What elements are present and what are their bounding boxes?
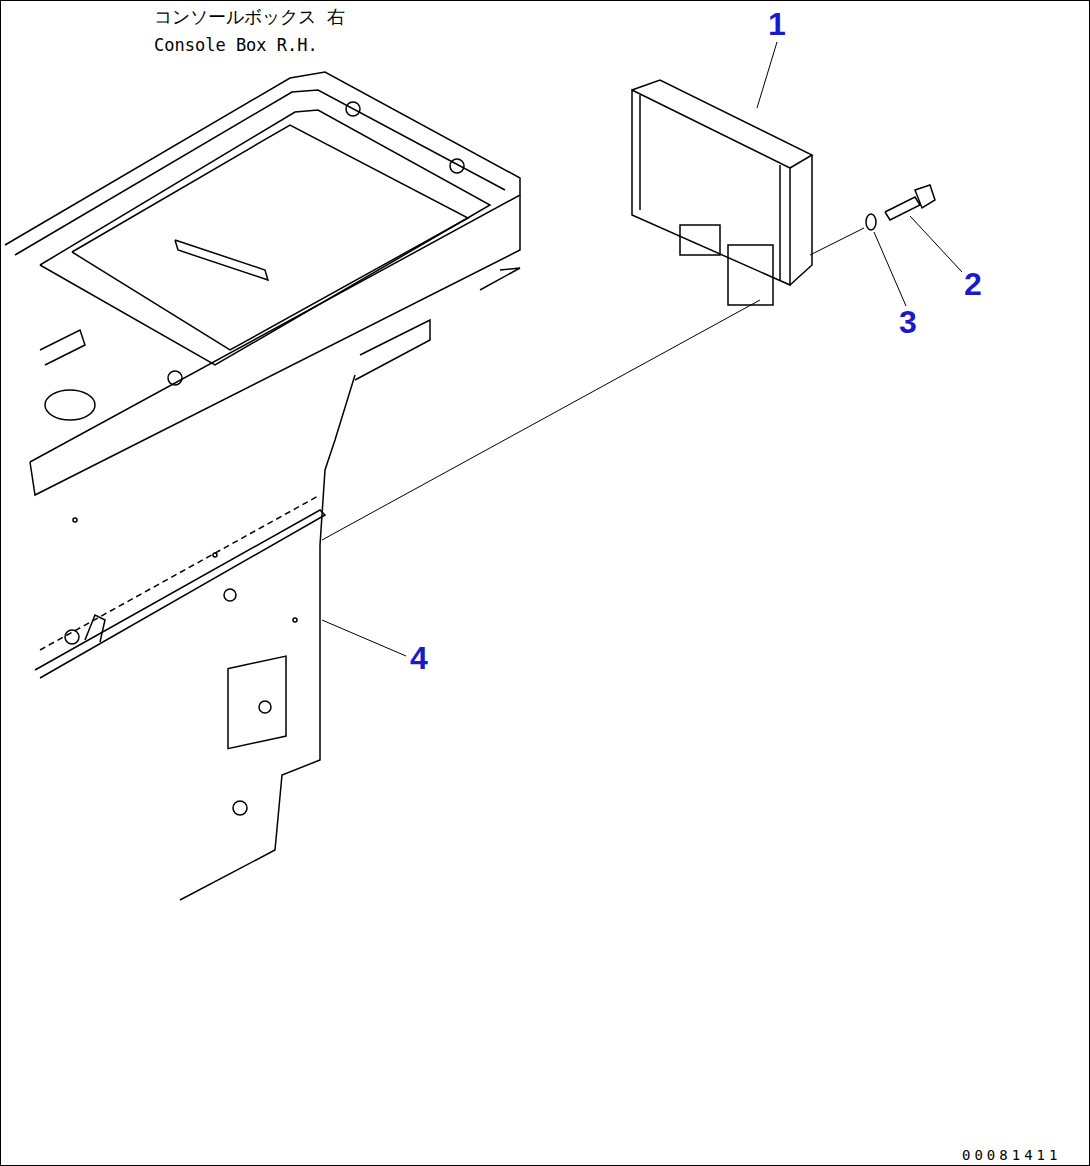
- title-english: Console Box R.H.: [154, 37, 318, 54]
- drawing-code: 00081411: [962, 1148, 1061, 1162]
- callout-number: 1: [766, 8, 788, 40]
- callout-number: 4: [408, 642, 430, 674]
- callout-number: 2: [962, 268, 984, 300]
- title-japanese: コンソールボックス 右: [154, 8, 345, 26]
- callout-number: 3: [897, 306, 919, 338]
